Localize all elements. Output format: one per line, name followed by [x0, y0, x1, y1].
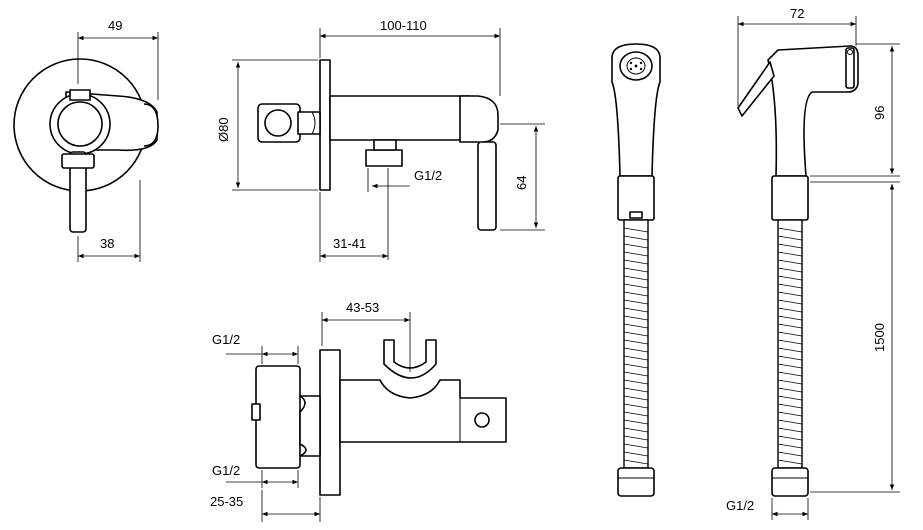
dim-side-length: 100-110 — [380, 18, 427, 33]
dim-spray-width: 72 — [790, 6, 804, 21]
dim-top-thread-upper: G1/2 — [212, 332, 240, 347]
dim-hose-thread: G1/2 — [726, 498, 754, 513]
dim-side-diameter: Ø80 — [216, 117, 231, 142]
front-view — [13, 58, 159, 233]
dim-hose-length: 1500 — [872, 323, 887, 352]
hose-coils-1 — [623, 227, 649, 465]
dim-side-offset: 31-41 — [333, 236, 366, 251]
dim-front-width: 49 — [108, 18, 122, 33]
top-dimensions: 43-53 G1/2 G1/2 25-35 — [210, 300, 411, 522]
spray-front-view — [611, 43, 661, 497]
hose-coils-2 — [777, 227, 803, 465]
spray-dimensions: 72 96 1500 G1/2 — [726, 6, 900, 520]
dim-top-thread-lower: G1/2 — [212, 463, 240, 478]
side-view — [257, 59, 499, 231]
top-view — [251, 339, 507, 496]
dim-side-height: 64 — [514, 176, 529, 190]
front-dimensions: 49 38 — [77, 18, 159, 262]
dim-top-depth: 25-35 — [210, 494, 243, 509]
dim-front-lever: 38 — [100, 236, 114, 251]
dim-top-holder: 43-53 — [346, 300, 379, 315]
dim-side-thread: G1/2 — [414, 168, 442, 183]
dim-spray-height: 96 — [872, 106, 887, 120]
side-dimensions: 100-110 Ø80 G1/2 64 31-41 — [216, 18, 545, 262]
